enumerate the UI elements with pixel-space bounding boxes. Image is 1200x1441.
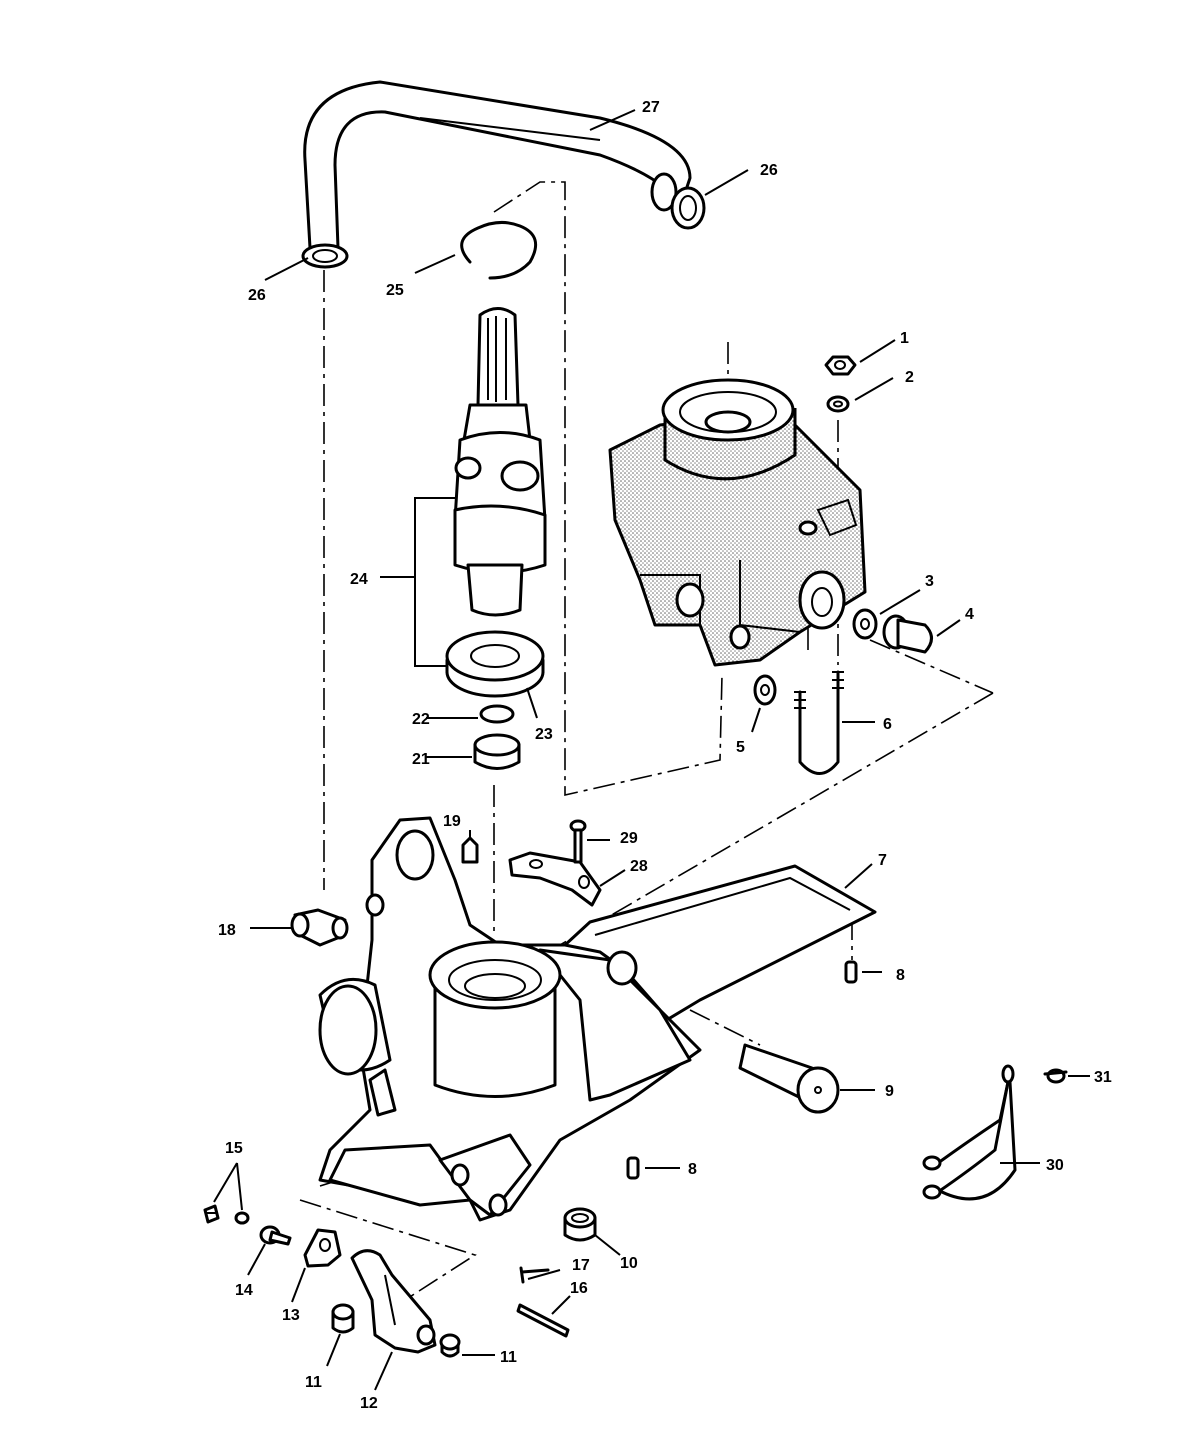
label-part-29: 29 [620, 830, 638, 847]
label-part-23: 23 [535, 726, 553, 743]
label-part-17: 17 [572, 1257, 590, 1274]
label-part-19: 19 [443, 813, 461, 830]
label-part-30: 30 [1046, 1157, 1064, 1174]
cotter-pin [519, 1266, 550, 1284]
label-part-10: 10 [620, 1255, 638, 1272]
part-number-labels: 1 2 3 4 5 6 7 8 8 9 10 11 11 12 13 14 15… [218, 99, 1112, 1412]
elbow-fitting [290, 908, 349, 947]
label-part-2: 2 [905, 369, 914, 386]
bell-housing [318, 816, 877, 1222]
label-part-8-upper: 8 [896, 967, 905, 984]
gimbal-housing [608, 378, 867, 667]
label-part-21: 21 [412, 751, 430, 768]
leader-lines [213, 109, 1090, 1391]
label-part-7: 7 [878, 852, 887, 869]
label-part-15: 15 [225, 1140, 243, 1157]
dowel-pin-lower [626, 1156, 640, 1180]
u-bolt [794, 670, 844, 775]
label-part-12: 12 [360, 1395, 378, 1412]
washer [852, 608, 878, 640]
hinge-pin [738, 1043, 840, 1114]
clevis-pin [516, 1303, 570, 1338]
hose-clamp-left [301, 243, 349, 269]
ground-wire [922, 1064, 1017, 1201]
lever-bushing-left [331, 1303, 355, 1334]
u-joint-shaft-assembly [453, 307, 547, 617]
label-part-16: 16 [570, 1280, 588, 1297]
shift-screw [259, 1225, 292, 1246]
label-part-28: 28 [630, 858, 648, 875]
label-part-8-lower: 8 [688, 1161, 697, 1178]
label-part-6: 6 [883, 716, 892, 733]
water-hose [303, 80, 692, 250]
nut [824, 355, 857, 376]
bearing-sleeve [473, 733, 521, 770]
o-ring [479, 704, 515, 724]
assembly-bracket [380, 497, 455, 667]
hose-clamp-right [670, 186, 706, 230]
label-part-11-right: 11 [500, 1349, 517, 1366]
label-part-3: 3 [925, 573, 934, 590]
label-part-13: 13 [282, 1307, 300, 1324]
label-part-5: 5 [736, 739, 745, 756]
ground-screw [1043, 1068, 1068, 1084]
label-part-22: 22 [412, 711, 430, 728]
label-part-25: 25 [386, 282, 404, 299]
assembly-center-lines [299, 181, 994, 1301]
shift-block [303, 1228, 342, 1268]
label-part-14: 14 [235, 1282, 253, 1299]
label-part-26-left: 26 [248, 287, 266, 304]
retaining-ring [460, 221, 538, 280]
label-part-31: 31 [1094, 1069, 1112, 1086]
label-part-26-right: 26 [760, 162, 778, 179]
clamp-bracket [508, 851, 602, 907]
pivot-pin [882, 614, 933, 654]
small-nut [234, 1211, 250, 1225]
lever-bushing-right [439, 1333, 461, 1358]
label-part-11-left: 11 [305, 1374, 322, 1391]
shift-lever [350, 1249, 437, 1354]
label-part-9: 9 [885, 1083, 894, 1100]
lock-washer [826, 395, 850, 413]
small-screw [203, 1204, 220, 1224]
washer-small [753, 674, 777, 706]
label-part-24: 24 [350, 571, 368, 588]
label-part-4: 4 [965, 606, 974, 623]
bushing [563, 1207, 597, 1242]
label-part-1: 1 [900, 330, 909, 347]
screw [569, 819, 587, 864]
dowel-pin-upper [844, 960, 858, 984]
label-part-18: 18 [218, 922, 236, 939]
label-part-27: 27 [642, 99, 660, 116]
bearing [445, 630, 545, 698]
grease-fitting [461, 836, 479, 864]
